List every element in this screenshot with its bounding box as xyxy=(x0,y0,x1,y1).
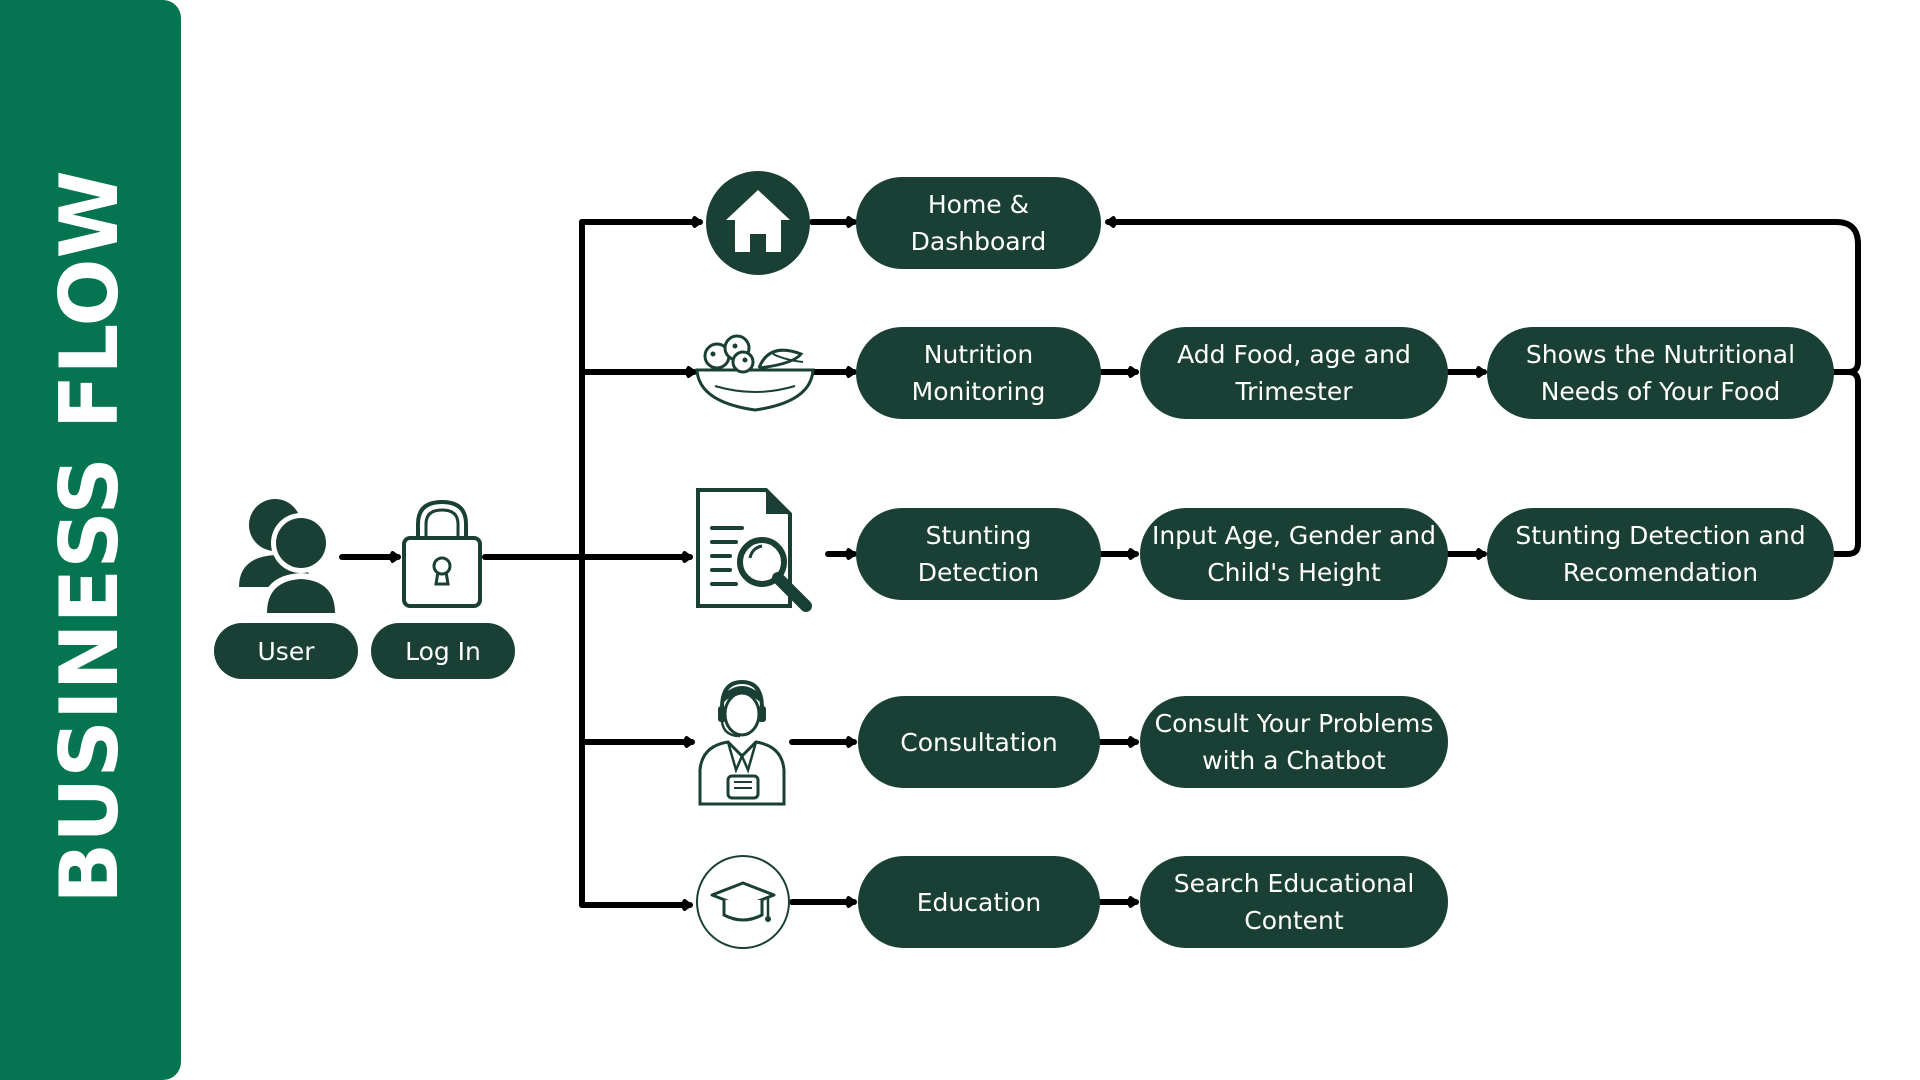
node-label: Stunting Detection and Recomendation xyxy=(1515,521,1806,587)
node-label: Stunting Detection xyxy=(917,521,1040,587)
node-label: Consult Your Problems with a Chatbot xyxy=(1154,709,1434,775)
node-label: Home & Dashboard xyxy=(910,190,1047,256)
document-search-icon xyxy=(696,488,812,612)
consultation-node[interactable]: Consultation xyxy=(858,696,1100,788)
food-bowl-icon xyxy=(695,334,815,412)
input-age-node[interactable]: Input Age, Gender and Child's Height xyxy=(1140,508,1448,600)
sidebar: BUSINESS FLOW xyxy=(0,0,181,1080)
node-label: Education xyxy=(916,887,1042,917)
nutrition-monitoring-node[interactable]: Nutrition Monitoring xyxy=(856,327,1101,419)
stunting-detection-node[interactable]: Stunting Detection xyxy=(856,508,1101,600)
user-label: User xyxy=(257,636,315,666)
home-dashboard-node[interactable]: Home & Dashboard xyxy=(856,177,1101,269)
node-label: Search Educational Content xyxy=(1173,869,1415,935)
education-node[interactable]: Education xyxy=(858,856,1100,948)
graduation-cap-icon xyxy=(696,855,790,949)
node-label: Consultation xyxy=(900,727,1058,757)
house-icon xyxy=(706,171,810,275)
chatbot-node[interactable]: Consult Your Problems with a Chatbot xyxy=(1140,696,1448,788)
add-food-node[interactable]: Add Food, age and Trimester xyxy=(1140,327,1448,419)
educational-content-node[interactable]: Search Educational Content xyxy=(1140,856,1448,948)
node-label: Shows the Nutritional Needs of Your Food xyxy=(1525,340,1796,406)
users-icon xyxy=(239,499,341,613)
node-label: Input Age, Gender and Child's Height xyxy=(1151,521,1437,587)
return-loop-lower xyxy=(1831,369,1861,557)
nutritional-needs-node[interactable]: Shows the Nutritional Needs of Your Food xyxy=(1487,327,1834,419)
padlock-icon xyxy=(402,499,482,608)
customer-service-agent-icon xyxy=(698,679,786,806)
login-label: Log In xyxy=(405,636,481,666)
node-label: Nutrition Monitoring xyxy=(911,340,1046,406)
stunting-recommendation-node[interactable]: Stunting Detection and Recomendation xyxy=(1487,508,1834,600)
node-label: Add Food, age and Trimester xyxy=(1177,340,1411,406)
login-node[interactable]: Log In xyxy=(371,623,515,679)
user-node[interactable]: User xyxy=(214,623,358,679)
